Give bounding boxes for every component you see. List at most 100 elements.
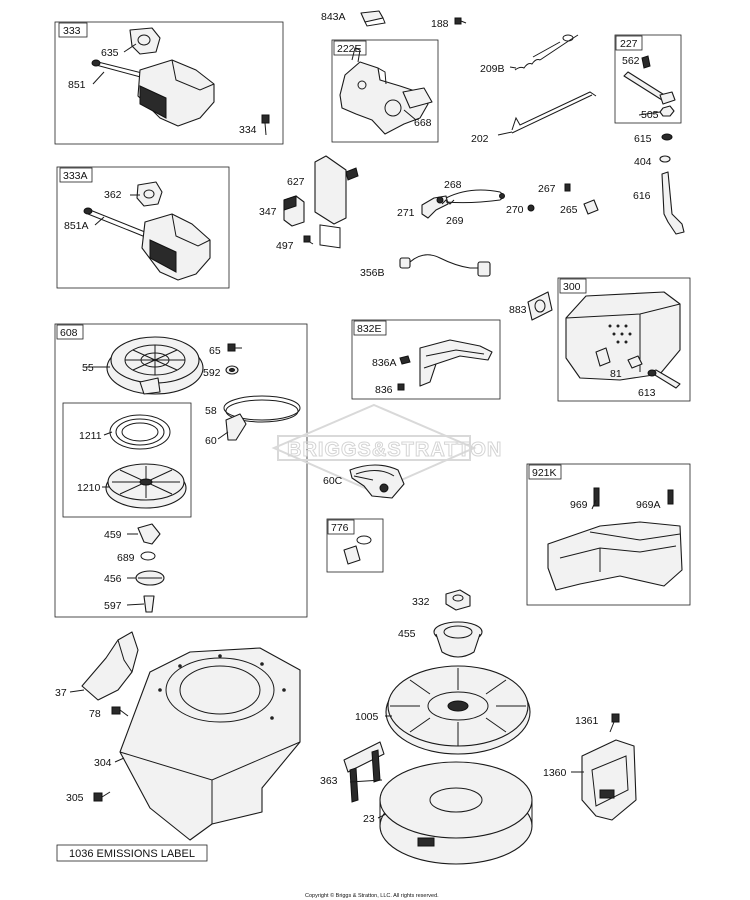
part-227-drawing — [623, 55, 676, 117]
part-333a-drawing — [83, 181, 211, 281]
label-836: 836 — [375, 384, 393, 396]
label-851: 851 — [68, 79, 86, 91]
part-456-drawing — [135, 570, 165, 586]
box-832e: 832E — [351, 319, 501, 400]
box-776: 776 — [326, 518, 384, 573]
part-209b-drawing — [514, 34, 579, 71]
part-268-drawing — [445, 189, 505, 204]
label-332: 332 — [412, 596, 430, 608]
label-836a: 836A — [372, 357, 397, 369]
part-1211-drawing — [109, 414, 171, 450]
label-271: 271 — [397, 207, 415, 219]
label-362: 362 — [104, 189, 122, 201]
copyright-text: Copyright © Briggs & Stratton, LLC. All … — [305, 892, 439, 899]
label-78: 78 — [89, 708, 101, 720]
label-209b: 209B — [480, 63, 505, 75]
part-455-drawing — [433, 621, 483, 658]
part-334-drawing — [261, 114, 270, 136]
part-689-drawing — [140, 551, 156, 561]
label-592: 592 — [203, 367, 221, 379]
label-404: 404 — [634, 156, 652, 168]
part-615-drawing — [661, 133, 673, 141]
part-222e-drawing — [339, 47, 433, 135]
label-608: 608 — [60, 327, 78, 339]
part-363-drawing — [343, 741, 385, 803]
part-60c-drawing — [349, 464, 405, 499]
box-333a: 333A — [56, 166, 230, 289]
part-597-drawing — [143, 595, 155, 613]
part-883-drawing — [527, 291, 553, 321]
label-459: 459 — [104, 529, 122, 541]
label-1210: 1210 — [77, 482, 101, 494]
label-1360: 1360 — [543, 767, 567, 779]
part-58-drawing — [223, 395, 301, 423]
emissions-label-text: 1036 EMISSIONS LABEL — [69, 848, 195, 860]
label-270: 270 — [506, 204, 524, 216]
box-227: 227 — [614, 34, 682, 124]
box-333: 333 — [54, 21, 284, 145]
part-333-drawing — [91, 27, 215, 127]
part-1360-drawing — [581, 739, 637, 821]
part-459-drawing — [137, 523, 161, 545]
label-267: 267 — [538, 183, 556, 195]
label-37: 37 — [55, 687, 67, 699]
label-969: 969 — [570, 499, 588, 511]
label-65: 65 — [209, 345, 221, 357]
label-921k: 921K — [532, 467, 557, 479]
label-689: 689 — [117, 552, 135, 564]
label-202: 202 — [471, 133, 489, 145]
label-305: 305 — [66, 792, 84, 804]
label-613: 613 — [638, 387, 656, 399]
part-304-drawing — [119, 647, 301, 841]
part-592-drawing — [225, 365, 239, 375]
part-1005-drawing — [385, 665, 531, 755]
label-304: 304 — [94, 757, 112, 769]
part-347-drawing — [283, 195, 305, 227]
label-227: 227 — [620, 38, 638, 50]
label-58: 58 — [205, 405, 217, 417]
label-55: 55 — [82, 362, 94, 374]
label-333a: 333A — [63, 170, 88, 182]
part-269-drawing — [441, 199, 455, 205]
part-627-drawing — [314, 155, 359, 249]
label-627: 627 — [287, 176, 305, 188]
part-404-drawing — [659, 155, 671, 163]
label-668: 668 — [414, 117, 432, 129]
part-843a-drawing — [360, 10, 386, 27]
box-608: 608 — [54, 323, 308, 618]
label-1211: 1211 — [79, 430, 102, 442]
label-60: 60 — [205, 435, 217, 447]
part-202-drawing — [511, 91, 597, 134]
part-65-drawing — [227, 343, 242, 352]
emissions-label-box: 1036 EMISSIONS LABEL — [56, 844, 208, 862]
label-843a: 843A — [321, 11, 346, 23]
label-1361: 1361 — [575, 715, 599, 727]
part-60-drawing — [225, 413, 247, 441]
part-37-drawing — [81, 631, 139, 701]
label-269: 269 — [446, 215, 464, 227]
label-265: 265 — [560, 204, 578, 216]
part-836-drawing — [397, 383, 405, 391]
label-597: 597 — [104, 600, 122, 612]
watermark-text: BRIGGS&STRATTON — [287, 439, 502, 461]
label-615: 615 — [634, 133, 652, 145]
label-333: 333 — [63, 25, 81, 37]
part-776-drawing — [343, 535, 372, 565]
part-616-drawing — [661, 171, 685, 235]
part-55-drawing — [106, 336, 204, 395]
label-883: 883 — [509, 304, 527, 316]
part-265-drawing — [583, 199, 599, 215]
label-562: 562 — [622, 55, 640, 67]
part-832e-drawing — [419, 339, 493, 387]
label-347: 347 — [259, 206, 277, 218]
part-836a-drawing — [399, 355, 411, 365]
part-921k-drawing — [547, 487, 683, 591]
label-776: 776 — [331, 522, 349, 534]
label-222e: 222E — [337, 43, 362, 55]
box-222e: 222E — [331, 39, 439, 143]
box-300: 300 — [557, 277, 691, 402]
part-81-drawing — [627, 355, 643, 369]
label-81: 81 — [610, 368, 622, 380]
